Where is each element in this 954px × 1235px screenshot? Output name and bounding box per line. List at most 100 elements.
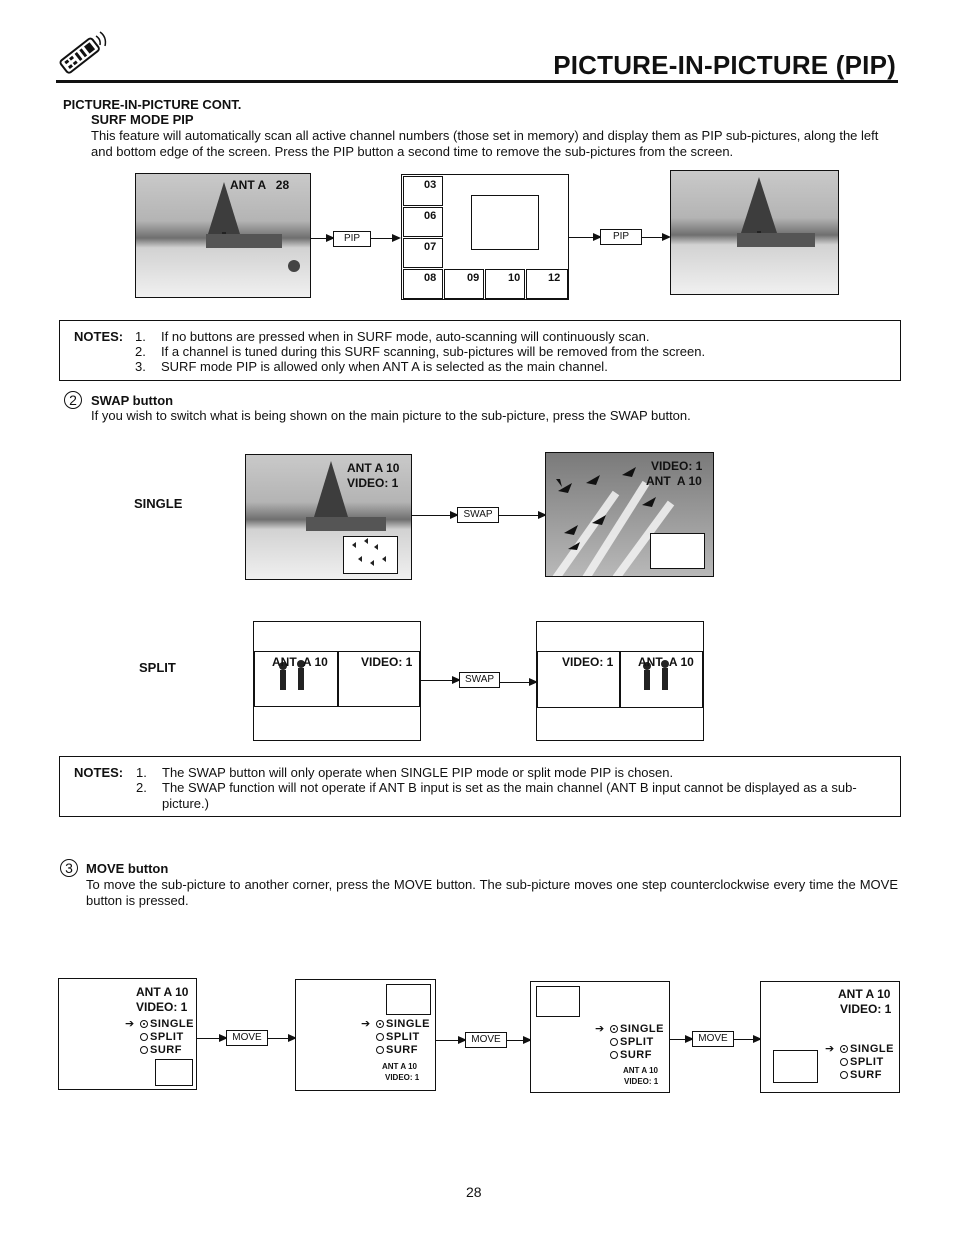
sub-picture — [386, 984, 431, 1015]
title-rule — [56, 80, 898, 83]
radio-selected-icon — [610, 1025, 618, 1033]
move-button[interactable]: MOVE — [692, 1031, 734, 1047]
split-right-picture — [338, 651, 420, 707]
notes-label: NOTES: — [74, 329, 124, 344]
surf-screen-before: ANT A 28 — [135, 173, 311, 298]
move-screen-3: ➔SINGLE SPLIT SURF ANT A 10 VIDEO: 1 — [530, 981, 670, 1093]
arrow — [670, 1035, 694, 1043]
step-number: 2 — [64, 391, 82, 409]
sub-picture — [536, 986, 580, 1017]
surf-screen-after — [670, 170, 839, 295]
radio-selected-icon — [140, 1020, 148, 1028]
arrow — [499, 511, 547, 519]
channel-number: 12 — [548, 272, 561, 284]
arrow — [371, 234, 401, 242]
pip-button[interactable]: PIP — [600, 229, 642, 245]
pip-menu: ➔SINGLE SPLIT SURF — [595, 1023, 664, 1062]
surf-screen-grid: 03 06 07 08 09 10 12 — [401, 174, 569, 300]
menu-item: SPLIT — [386, 1031, 420, 1043]
pip-button[interactable]: PIP — [333, 231, 371, 247]
split-right-label: ANT A 10 — [638, 655, 694, 669]
menu-item: SINGLE — [150, 1018, 194, 1030]
pointer-icon: ➔ — [825, 1043, 835, 1055]
note-number: 1. — [135, 329, 146, 344]
radio-selected-icon — [840, 1045, 848, 1053]
move-body: To move the sub-picture to another corne… — [86, 877, 898, 908]
split-left-label: VIDEO: 1 — [562, 655, 614, 669]
notes-box: NOTES: 1. If no buttons are pressed when… — [59, 320, 901, 381]
radio-icon — [610, 1038, 618, 1046]
note-number: 2. — [135, 344, 146, 359]
osd-line: VIDEO: 1 — [347, 476, 399, 490]
osd-line: ANT A 10 — [347, 461, 400, 475]
surf-thumbnail — [444, 269, 484, 299]
section-heading: PICTURE-IN-PICTURE CONT. — [63, 97, 242, 112]
pointer-icon: ➔ — [361, 1018, 371, 1030]
channel-number: 09 — [467, 272, 480, 284]
osd-line: VIDEO: 1 — [624, 1077, 659, 1086]
sub-picture — [773, 1050, 818, 1083]
split-right-picture — [620, 651, 703, 708]
surf-thumbnail — [526, 269, 568, 299]
remote-control-icon — [56, 30, 108, 78]
menu-item: SPLIT — [620, 1036, 654, 1048]
notes-box: NOTES: 1. The SWAP button will only oper… — [59, 756, 901, 817]
note-text: The SWAP button will only operate when S… — [162, 765, 674, 780]
note-text: If no buttons are pressed when in SURF m… — [161, 329, 650, 344]
sub-picture — [650, 533, 705, 569]
notes-label: NOTES: — [74, 765, 124, 780]
note-number: 3. — [135, 359, 146, 374]
menu-item: SINGLE — [620, 1023, 664, 1035]
split-left-picture — [254, 651, 338, 707]
note-text: SURF mode PIP is allowed only when ANT A… — [161, 359, 608, 374]
menu-item: SURF — [850, 1069, 882, 1081]
channel-number: 03 — [424, 179, 437, 191]
split-left-picture — [537, 651, 620, 708]
surf-subheading: SURF MODE PIP — [91, 112, 194, 127]
channel-number: 08 — [424, 272, 437, 284]
osd-line: ANT A 10 — [838, 987, 891, 1001]
arrow — [311, 234, 335, 242]
swap-heading: SWAP button — [91, 393, 174, 408]
menu-item: SINGLE — [386, 1018, 430, 1030]
pip-menu: ➔SINGLE SPLIT SURF — [361, 1018, 430, 1057]
swap-body: If you wish to switch what is being show… — [91, 408, 691, 423]
arrow — [507, 1036, 532, 1044]
surf-thumbnail — [403, 238, 443, 268]
note-text: The SWAP function will not operate if AN… — [162, 780, 857, 811]
single-before-screen: ANT A 10 VIDEO: 1 — [245, 454, 412, 580]
swap-button[interactable]: SWAP — [459, 672, 500, 688]
osd-line: VIDEO: 1 — [651, 459, 703, 473]
menu-item: SINGLE — [850, 1043, 894, 1055]
swap-button[interactable]: SWAP — [457, 507, 499, 523]
move-button[interactable]: MOVE — [226, 1030, 268, 1046]
split-right-label: VIDEO: 1 — [361, 655, 413, 669]
note-text: If a channel is tuned during this SURF s… — [161, 344, 706, 359]
radio-selected-icon — [376, 1020, 384, 1028]
single-after-screen: VIDEO: 1 ANT A 10 — [545, 452, 714, 577]
osd-line: VIDEO: 1 — [136, 1000, 188, 1014]
radio-icon — [376, 1033, 384, 1041]
arrow — [500, 678, 538, 686]
split-left-label: ANT A 10 — [272, 655, 328, 669]
split-label: SPLIT — [139, 660, 176, 675]
radio-icon — [840, 1058, 848, 1066]
surf-thumbnail — [403, 207, 443, 237]
step-number: 3 — [60, 859, 78, 877]
osd-line: VIDEO: 1 — [385, 1073, 420, 1082]
split-before-screen: ANT A 10 VIDEO: 1 — [253, 621, 421, 741]
pointer-icon: ➔ — [125, 1018, 135, 1030]
page-title: PICTURE-IN-PICTURE (PIP) — [553, 50, 896, 80]
move-button[interactable]: MOVE — [465, 1032, 507, 1048]
arrow — [197, 1034, 228, 1042]
move-heading: MOVE button — [86, 861, 169, 876]
radio-icon — [140, 1033, 148, 1041]
move-screen-2: ➔SINGLE SPLIT SURF ANT A 10 VIDEO: 1 — [295, 979, 436, 1091]
arrow — [642, 233, 671, 241]
radio-icon — [610, 1051, 618, 1059]
surf-thumbnail — [403, 176, 443, 206]
channel-number: 10 — [508, 272, 521, 284]
single-label: SINGLE — [134, 496, 183, 511]
sub-picture — [343, 536, 398, 574]
radio-icon — [376, 1046, 384, 1054]
